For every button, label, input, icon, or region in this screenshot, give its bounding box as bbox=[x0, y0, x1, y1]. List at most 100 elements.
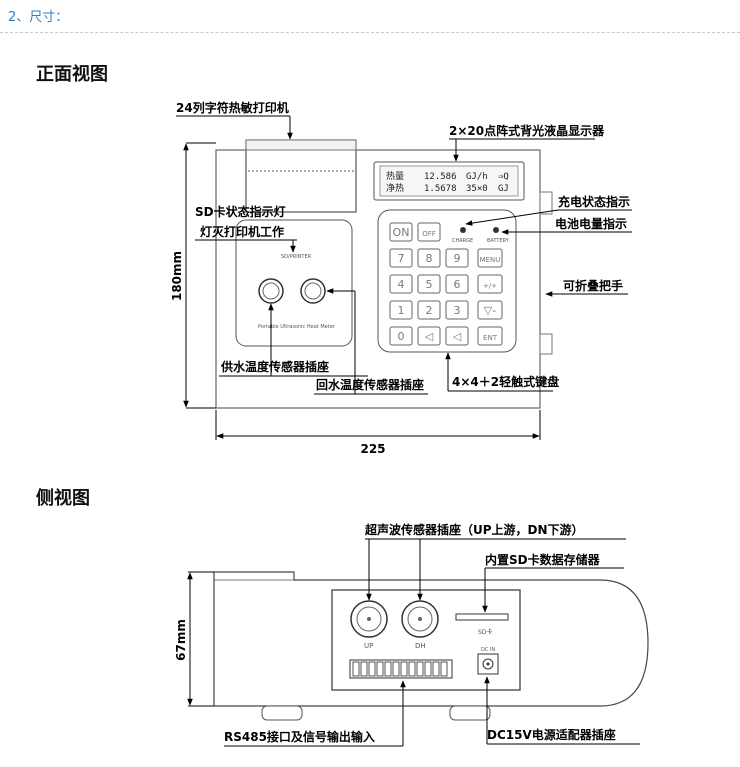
charge-indicator-label: 充电状态指示 bbox=[558, 194, 630, 209]
front-callouts: 24列字符热敏打印机 2×20点阵式背光液晶显示器 SD卡状态指示灯 灯灭打印机… bbox=[176, 100, 632, 395]
lcd-label: 2×20点阵式背光液晶显示器 bbox=[449, 123, 605, 138]
key-label-0: ON bbox=[393, 226, 410, 239]
sd-slot-text: SD卡 bbox=[478, 628, 492, 636]
key-0 bbox=[389, 222, 413, 242]
sd-indicator-label-2: 灯灭打印机工作 bbox=[200, 224, 284, 239]
key-label-3: 8 bbox=[426, 252, 433, 265]
terminal-pin bbox=[400, 661, 408, 677]
up-port-text: UP bbox=[364, 642, 373, 650]
key-2 bbox=[389, 248, 413, 268]
lcd-line-1-tail: ⇒Q bbox=[498, 172, 509, 182]
lcd-line-2-tail: GJ bbox=[498, 184, 509, 194]
rs485-label: RS485接口及信号输出输入 bbox=[224, 729, 375, 744]
key-13 bbox=[477, 300, 503, 320]
front-view-title: 正面视图 bbox=[36, 64, 108, 85]
dc-port-text: DC IN bbox=[481, 647, 495, 653]
key-14 bbox=[389, 326, 413, 346]
key-4 bbox=[445, 248, 469, 268]
sd-indicator-label-1: SD卡状态指示灯 bbox=[195, 204, 286, 219]
terminal-pin bbox=[432, 661, 440, 677]
terminal-pin bbox=[416, 661, 424, 677]
keypad-label: 4×4＋2轻触式键盘 bbox=[452, 374, 559, 389]
key-7 bbox=[417, 274, 441, 294]
key-label-14: 0 bbox=[398, 330, 405, 343]
front-device: 热量 12.586 GJ/h ⇒Q 净热 1.5678 35×0 GJ SD/P… bbox=[215, 139, 553, 409]
key-label-15: ◁ bbox=[425, 330, 434, 343]
key-17 bbox=[477, 326, 503, 346]
terminal-pin bbox=[392, 661, 400, 677]
lcd-line-2-unit: 35×0 bbox=[466, 184, 488, 194]
battery-text: BATTERY bbox=[487, 238, 510, 244]
terminal-pin bbox=[440, 661, 448, 677]
battery-led bbox=[493, 227, 499, 233]
lcd-line-2-value: 1.5678 bbox=[424, 184, 457, 194]
key-label-13: ▽- bbox=[484, 304, 496, 317]
side-height-dimension: 67mm bbox=[174, 619, 188, 661]
key-15 bbox=[417, 326, 441, 346]
side-device: UP DH SD卡 DC IN bbox=[213, 571, 649, 721]
charge-text: CHARGE bbox=[452, 238, 473, 244]
key-8 bbox=[445, 274, 469, 294]
key-label-10: 1 bbox=[398, 304, 405, 317]
key-label-11: 2 bbox=[426, 304, 433, 317]
terminal-pins bbox=[352, 661, 448, 677]
key-1 bbox=[417, 222, 441, 242]
charge-led bbox=[460, 227, 466, 233]
terminal-pin bbox=[352, 661, 360, 677]
key-11 bbox=[417, 300, 441, 320]
panel-caption: Portable Ultrasonic Heat Meter bbox=[258, 324, 336, 330]
divider bbox=[0, 32, 740, 33]
key-12 bbox=[445, 300, 469, 320]
terminal-pin bbox=[376, 661, 384, 677]
key-label-8: 6 bbox=[454, 278, 461, 291]
dn-port-text: DH bbox=[415, 642, 426, 650]
foot-right bbox=[449, 705, 491, 721]
lcd-line-1-unit: GJ/h bbox=[466, 172, 488, 182]
side-view-title: 侧视图 bbox=[36, 488, 90, 509]
lcd-line-2-name: 净热 bbox=[386, 182, 404, 194]
key-label-16: ◁ bbox=[453, 330, 462, 343]
key-label-4: 9 bbox=[454, 252, 461, 265]
lcd-line-1-name: 热量 bbox=[386, 170, 404, 182]
side-callouts: 超声波传感器插座（UP上游，DN下游） 内置SD卡数据存储器 RS485接口及信… bbox=[224, 522, 640, 747]
ultrasonic-label: 超声波传感器插座（UP上游，DN下游） bbox=[364, 522, 584, 537]
handle-label: 可折叠把手 bbox=[563, 278, 623, 293]
key-label-17: ENT bbox=[483, 334, 498, 342]
key-label-6: 4 bbox=[398, 278, 405, 291]
key-grid: ON OFF 7 8 9 MENU 4 5 6 +/+ 1 2 3 ▽- 0 ◁ ◁ ENT bbox=[389, 222, 503, 346]
key-10 bbox=[389, 300, 413, 320]
key-6 bbox=[389, 274, 413, 294]
key-label-7: 5 bbox=[426, 278, 433, 291]
terminal-pin bbox=[424, 661, 432, 677]
sd-printer-text: SD/PRINTER bbox=[281, 254, 312, 260]
return-sensor-label: 回水温度传感器插座 bbox=[316, 377, 424, 392]
front-dimensions: 180mm 225 bbox=[170, 142, 541, 456]
side-dimensions: 67mm bbox=[174, 571, 214, 707]
sd-slot bbox=[455, 613, 509, 621]
terminal-pin bbox=[360, 661, 368, 677]
sd-storage-label: 内置SD卡数据存储器 bbox=[485, 552, 601, 567]
supply-sensor-label: 供水温度传感器插座 bbox=[220, 359, 329, 374]
key-label-5: MENU bbox=[480, 256, 501, 264]
key-16 bbox=[445, 326, 469, 346]
key-label-12: 3 bbox=[454, 304, 461, 317]
key-5 bbox=[477, 248, 503, 268]
thermal-printer bbox=[245, 139, 357, 213]
battery-indicator-label: 电池电量指示 bbox=[555, 216, 627, 231]
lcd-line-1-value: 12.586 bbox=[424, 172, 457, 182]
foot-left bbox=[261, 705, 303, 721]
key-3 bbox=[417, 248, 441, 268]
dc-label: DC15V电源适配器插座 bbox=[487, 727, 616, 742]
front-height-dimension: 180mm bbox=[170, 251, 184, 301]
key-label-9: +/+ bbox=[483, 282, 497, 290]
terminal-pin bbox=[368, 661, 376, 677]
front-width-dimension: 225 bbox=[360, 442, 385, 456]
sensor-panel bbox=[235, 219, 353, 347]
section-label: 2、尺寸： bbox=[8, 10, 69, 25]
key-label-2: 7 bbox=[398, 252, 405, 265]
key-label-1: OFF bbox=[422, 230, 436, 238]
key-9 bbox=[477, 274, 503, 294]
terminal-pin bbox=[408, 661, 416, 677]
printer-label: 24列字符热敏打印机 bbox=[176, 100, 289, 115]
